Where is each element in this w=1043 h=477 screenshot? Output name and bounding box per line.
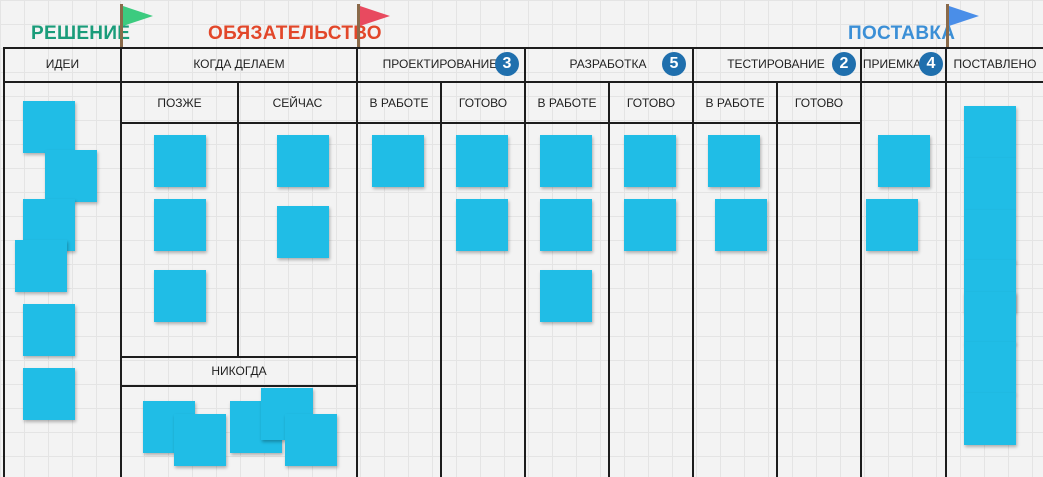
sticky-note-ideas-6[interactable]: [23, 368, 75, 420]
subcolumn-header-design-done: ГОТОВО: [458, 96, 508, 110]
column-header-when: КОГДА ДЕЛАЕМ: [193, 57, 285, 71]
sticky-note-development-done-1[interactable]: [624, 135, 676, 187]
sticky-note-development-done-2[interactable]: [624, 199, 676, 251]
sticky-note-testing-in-work-1[interactable]: [708, 135, 760, 187]
wip-limit-badge-acceptance: 4: [919, 52, 943, 76]
column-header-ideas: ИДЕИ: [45, 57, 80, 71]
sticky-note-design-in-work-1[interactable]: [372, 135, 424, 187]
red-flag-icon: [357, 4, 390, 48]
sticky-note-development-in-work-3[interactable]: [540, 270, 592, 322]
blue-flag-icon: [946, 4, 979, 48]
column-header-development: РАЗРАБОТКА: [569, 57, 647, 71]
wip-limit-badge-design: 3: [495, 52, 519, 76]
sticky-note-delivered-7[interactable]: [964, 393, 1016, 445]
sticky-note-acceptance-2[interactable]: [866, 199, 918, 251]
subcolumn-header-later: ПОЗЖЕ: [157, 96, 202, 110]
sticky-note-never-5[interactable]: [285, 414, 337, 466]
sticky-note-now-2[interactable]: [277, 206, 329, 258]
sticky-note-design-done-2[interactable]: [456, 199, 508, 251]
sticky-note-later-1[interactable]: [154, 135, 206, 187]
subcolumn-header-development-in-work: В РАБОТЕ: [537, 96, 597, 110]
column-header-design: ПРОЕКТИРОВАНИЕ: [382, 57, 498, 71]
sticky-note-development-in-work-2[interactable]: [540, 199, 592, 251]
column-header-delivered: ПОСТАВЛЕНО: [953, 57, 1037, 71]
sticky-note-ideas-5[interactable]: [23, 304, 75, 356]
phase-delivery-label: ПОСТАВКА: [848, 23, 956, 44]
sticky-note-design-done-1[interactable]: [456, 135, 508, 187]
sticky-note-ideas-4[interactable]: [15, 240, 67, 292]
phase-commitment-label: ОБЯЗАТЕЛЬСТВО: [208, 23, 382, 44]
green-flag-icon: [120, 4, 153, 48]
wip-limit-badge-testing: 2: [832, 52, 856, 76]
subcolumn-header-design-in-work: В РАБОТЕ: [369, 96, 429, 110]
sticky-note-delivered-6[interactable]: [964, 342, 1016, 394]
sticky-note-delivered-1[interactable]: [964, 106, 1016, 158]
sticky-note-never-2[interactable]: [174, 414, 226, 466]
sticky-note-later-3[interactable]: [154, 270, 206, 322]
subcolumn-header-development-done: ГОТОВО: [626, 96, 676, 110]
sticky-note-ideas-1[interactable]: [23, 101, 75, 153]
subcolumn-header-testing-in-work: В РАБОТЕ: [705, 96, 765, 110]
sticky-note-ideas-2[interactable]: [45, 150, 97, 202]
sticky-note-delivered-3[interactable]: [964, 210, 1016, 262]
phase-decision-label: РЕШЕНИЕ: [31, 23, 131, 44]
column-header-testing: ТЕСТИРОВАНИЕ: [727, 57, 825, 71]
sticky-note-development-in-work-1[interactable]: [540, 135, 592, 187]
sticky-note-delivered-5[interactable]: [964, 292, 1016, 344]
column-header-acceptance: ПРИЕМКА: [862, 57, 922, 71]
sticky-note-delivered-2[interactable]: [964, 158, 1016, 210]
sticky-note-later-2[interactable]: [154, 199, 206, 251]
subcolumn-header-never: НИКОГДА: [211, 364, 267, 378]
wip-limit-badge-development: 5: [662, 52, 686, 76]
subcolumn-header-testing-done: ГОТОВО: [794, 96, 844, 110]
sticky-note-acceptance-1[interactable]: [878, 135, 930, 187]
sticky-note-testing-in-work-2[interactable]: [715, 199, 767, 251]
subcolumn-header-now: СЕЙЧАС: [272, 96, 323, 110]
sticky-note-now-1[interactable]: [277, 135, 329, 187]
